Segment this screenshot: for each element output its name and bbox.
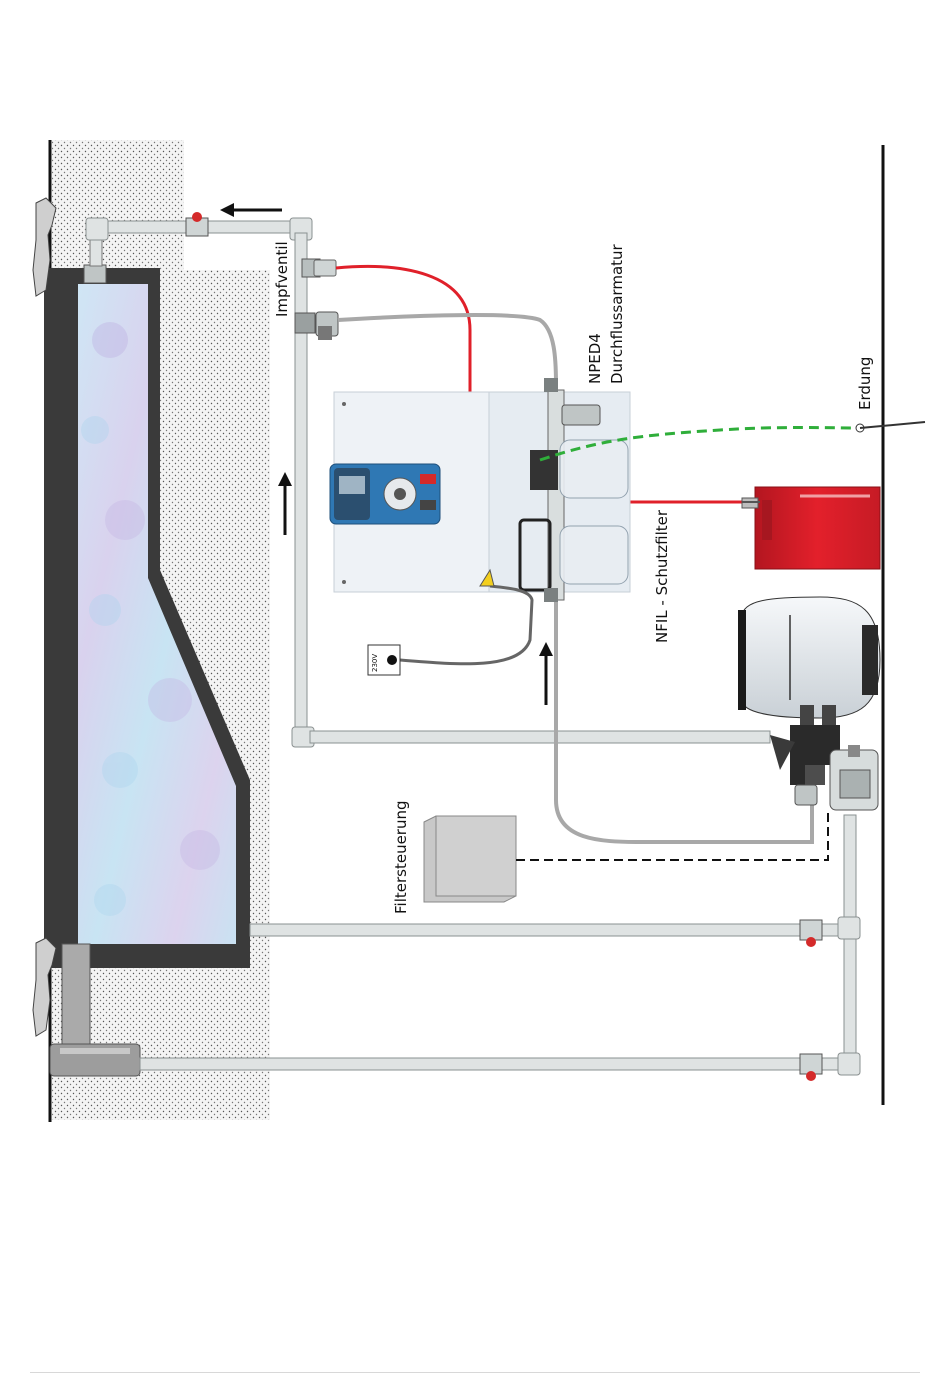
sand-filter [738, 597, 880, 725]
valve-main-drain [800, 920, 822, 947]
flow-arrow-top [220, 203, 282, 217]
dosing-pump [330, 464, 440, 524]
valve-top [186, 212, 208, 236]
label-nfil: NFIL - Schutzfilter [653, 509, 671, 643]
flow-arrow-left [278, 472, 292, 535]
label-erdung: Erdung [856, 357, 874, 410]
power-socket: 230V [368, 645, 400, 675]
flow-arrow-middle [539, 642, 553, 705]
svg-text:230V: 230V [371, 654, 379, 672]
filter-control-box [424, 816, 516, 902]
footer-divider [30, 1372, 920, 1373]
chemical-canister [742, 487, 880, 569]
pool-pump [830, 745, 878, 810]
valve-skimmer [800, 1054, 822, 1081]
power-cable [400, 586, 532, 664]
injection-valve [302, 259, 336, 277]
sample-line-in [338, 315, 556, 385]
label-durchflussarmatur: Durchflussarmatur [608, 243, 626, 384]
ground-rod [856, 422, 925, 432]
control-cable [516, 810, 828, 860]
label-filtersteuerung: Filtersteuerung [392, 800, 410, 914]
label-impfventil: Impfventil [273, 241, 291, 317]
label-nped4: NPED4 [586, 333, 604, 384]
